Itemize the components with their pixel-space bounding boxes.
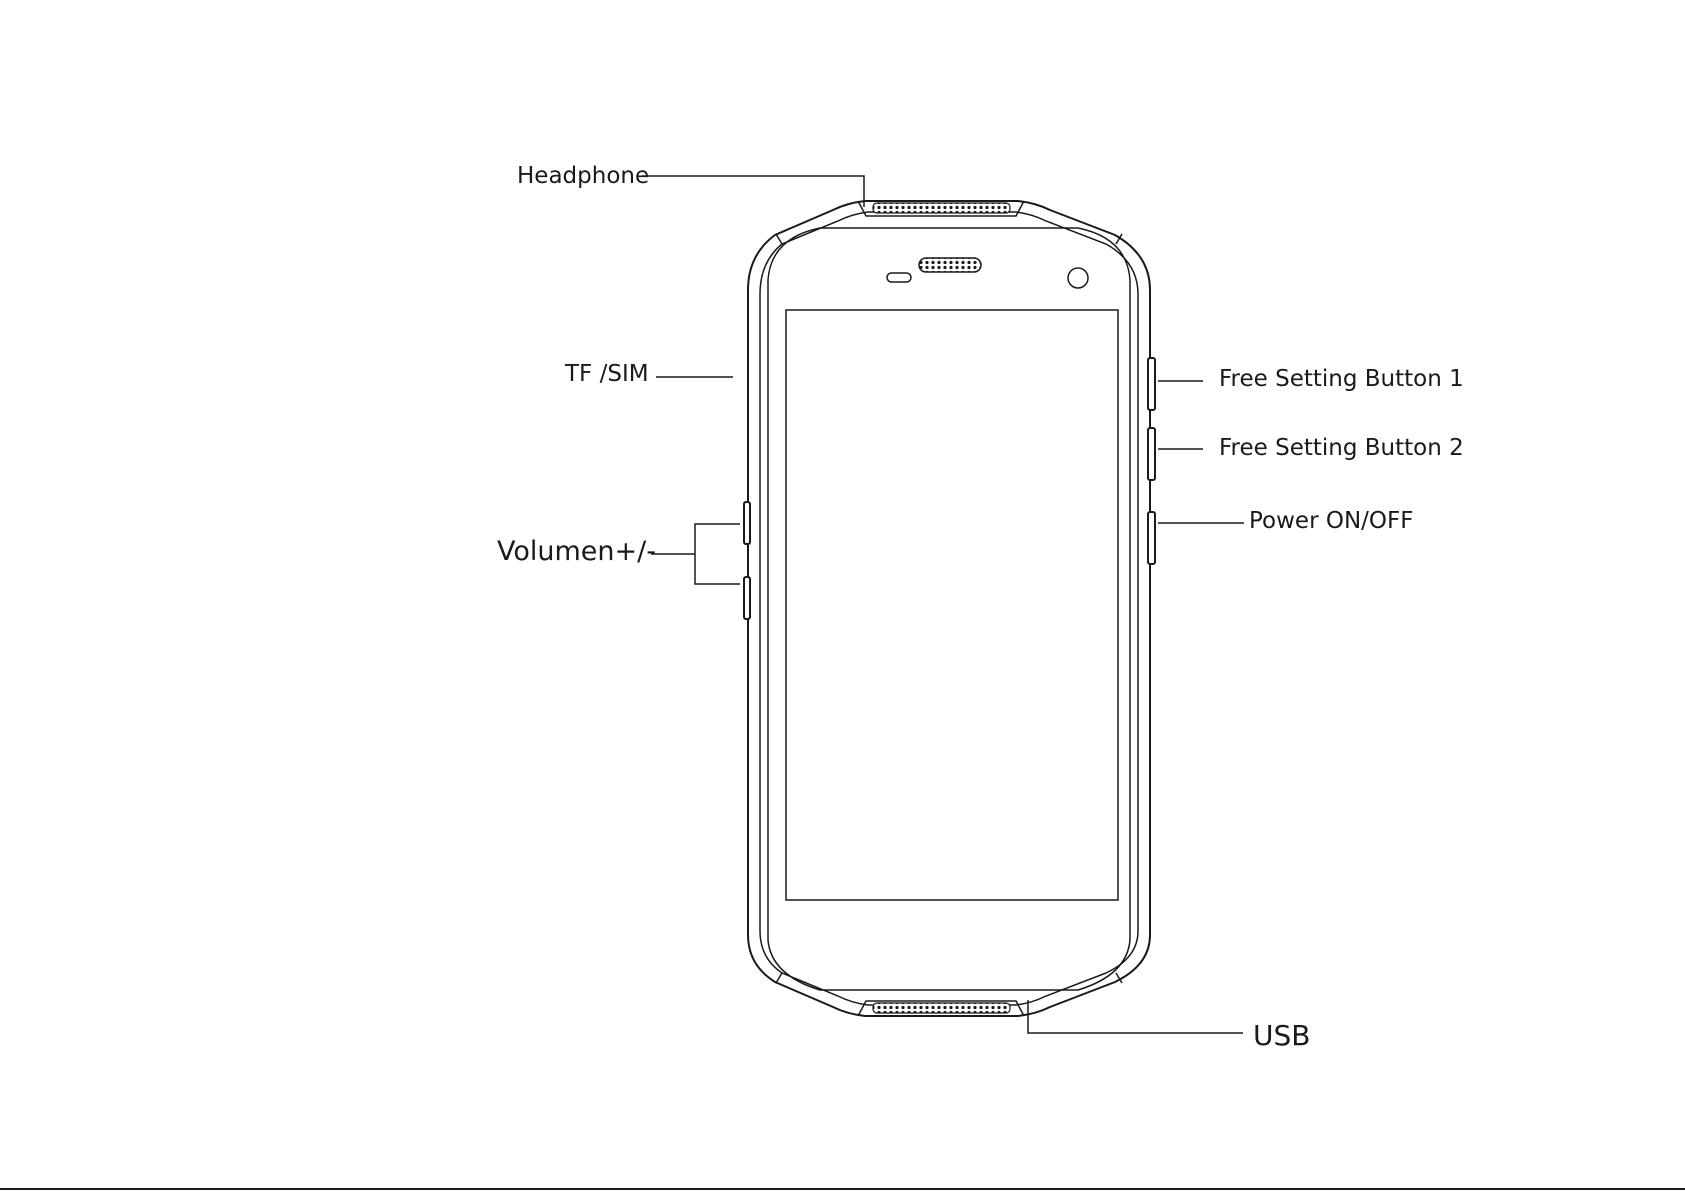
tf-sim-label: TF /SIM <box>564 361 649 387</box>
power-label: Power ON/OFF <box>1249 508 1413 534</box>
free-button-2-label: Free Setting Button 2 <box>1219 435 1464 461</box>
earpiece-icon <box>919 258 981 272</box>
headphone-leader <box>642 176 864 207</box>
bottom-speaker-grille <box>873 1003 1010 1013</box>
usb-label: USB <box>1253 1019 1310 1052</box>
headphone-label: Headphone <box>517 163 649 189</box>
free-setting-button-1-key <box>1148 358 1155 410</box>
phone-body <box>744 201 1155 1016</box>
volume-up-key <box>744 502 750 544</box>
volume-label: Volumen+/- <box>497 536 656 567</box>
volume-bracket <box>695 524 740 584</box>
volume-down-key <box>744 577 750 619</box>
power-key <box>1148 512 1155 564</box>
top-speaker-grille <box>873 203 1010 213</box>
free-button-1-label: Free Setting Button 1 <box>1219 366 1464 392</box>
usb-leader <box>1028 1000 1243 1033</box>
free-setting-button-2-key <box>1148 428 1155 480</box>
